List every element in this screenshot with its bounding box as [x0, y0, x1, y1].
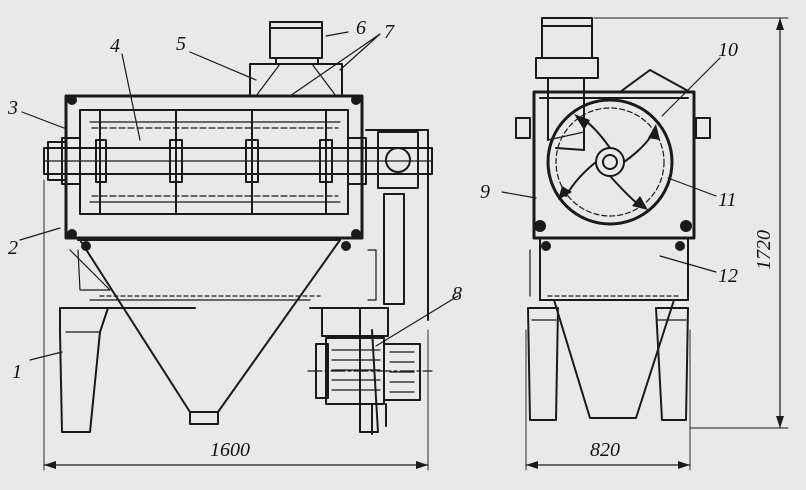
front-shaft [43, 131, 433, 189]
front-belt-guard [365, 129, 429, 321]
label-4: 4 [110, 35, 120, 57]
label-3: 3 [7, 97, 18, 119]
label-1: 1 [12, 361, 22, 383]
label-2: 2 [8, 237, 18, 259]
part-labels: 1 2 3 4 5 6 7 8 9 10 11 12 [7, 17, 738, 383]
label-12: 12 [718, 265, 738, 287]
front-view [19, 21, 459, 471]
dimension-side-width [525, 329, 691, 471]
front-motor [307, 307, 433, 435]
label-8: 8 [452, 283, 462, 305]
dimension-labels: 1600 820 1720 [210, 230, 775, 461]
label-11: 11 [718, 189, 737, 211]
dimension-front-width [43, 179, 429, 471]
side-housing [515, 69, 711, 240]
side-rotor [546, 98, 674, 226]
side-bolts [534, 220, 692, 251]
dim-1720-text: 1720 [753, 230, 775, 270]
dim-1600-text: 1600 [210, 439, 250, 461]
dimension-height [593, 17, 789, 429]
label-9: 9 [480, 181, 490, 203]
side-inlet [535, 17, 599, 151]
label-10: 10 [718, 39, 738, 61]
dim-820-text: 820 [590, 439, 620, 461]
label-5: 5 [176, 33, 186, 55]
side-leaders [501, 57, 721, 273]
label-7: 7 [384, 21, 395, 43]
label-6: 6 [356, 17, 366, 39]
front-hopper [69, 239, 341, 425]
front-inlet [249, 21, 343, 97]
front-leaders [19, 31, 459, 361]
side-hopper [527, 237, 689, 421]
side-view [501, 17, 789, 471]
